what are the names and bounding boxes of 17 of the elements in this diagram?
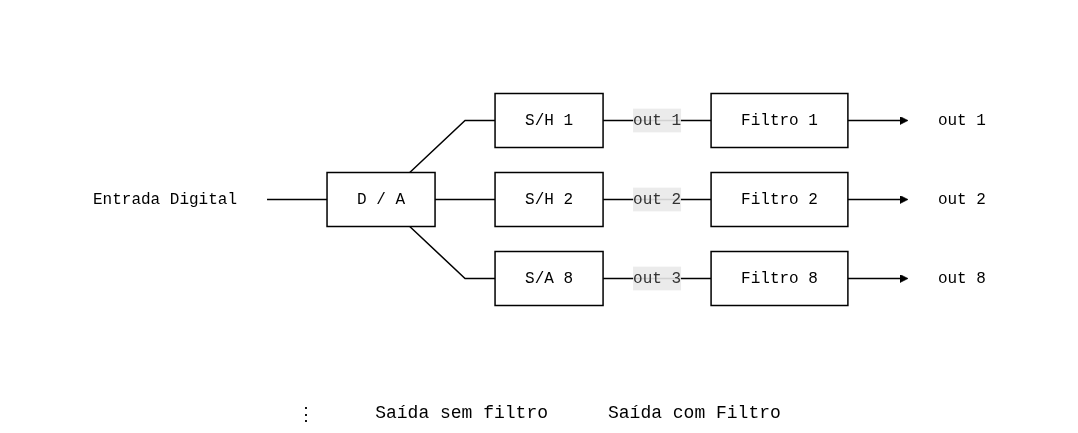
- node-box: S/H 1: [493, 92, 604, 149]
- node-text: out 1: [937, 111, 986, 130]
- node-box: Filtro 8: [709, 250, 849, 307]
- node-text: out 8: [937, 269, 986, 288]
- note-text: Saída com Filtro: [608, 403, 781, 425]
- note-text: ⋮: [297, 404, 316, 425]
- node-box: Filtro 2: [709, 171, 849, 228]
- node-text: out 2: [937, 190, 986, 209]
- node-box: Filtro 1: [709, 92, 849, 149]
- edge-label: out 2: [632, 190, 681, 209]
- edge-label: out 3: [632, 269, 681, 288]
- node-box: S/A 8: [493, 250, 604, 307]
- node-text: Entrada Digital: [92, 190, 237, 209]
- node-box: S/H 2: [493, 171, 604, 228]
- note-text: Saída sem filtro: [375, 403, 548, 425]
- node-box: D / A: [325, 171, 436, 228]
- edge-label: out 1: [632, 111, 681, 130]
